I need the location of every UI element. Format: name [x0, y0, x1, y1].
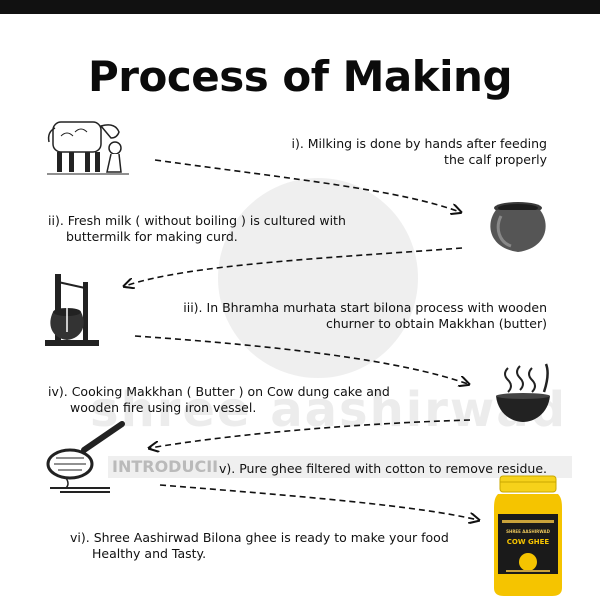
watermark-logo	[218, 178, 418, 378]
jar-brand: SHREE AASHIRWAD	[506, 529, 550, 534]
clay-pot-icon	[490, 202, 546, 252]
strainer-icon	[46, 421, 125, 493]
churner-icon	[45, 274, 99, 346]
step-2-text: ii). Fresh milk ( without boiling ) is c…	[48, 213, 346, 244]
watermark-band: INTRODUCII	[108, 456, 572, 478]
jar-product: COW GHEE	[506, 538, 550, 546]
cooking-vessel-icon	[496, 363, 550, 422]
arrow-4	[150, 419, 471, 448]
arrow-5	[159, 484, 478, 520]
top-bar	[0, 0, 600, 14]
step-3-text: iii). In Bhramha murhata start bilona pr…	[183, 300, 547, 331]
cow-milking-icon	[47, 121, 129, 175]
arrow-3	[134, 335, 468, 384]
watermark-brand: shree aashirwad	[90, 382, 567, 438]
arrow-2	[125, 247, 463, 286]
ghee-jar-graphic	[494, 475, 562, 596]
step-4-text: iv). Cooking Makkhan ( Butter ) on Cow d…	[48, 384, 390, 415]
step-6-text: vi). Shree Aashirwad Bilona ghee is read…	[70, 530, 449, 561]
page-title: Process of Making	[87, 52, 513, 101]
ghee-jar-icon: SHREE AASHIRWAD COW GHEE	[492, 474, 564, 598]
step-1-text: i). Milking is done by hands after feedi…	[291, 136, 547, 167]
step-5-text: v). Pure ghee filtered with cotton to re…	[219, 461, 547, 476]
arrow-1	[154, 159, 460, 212]
